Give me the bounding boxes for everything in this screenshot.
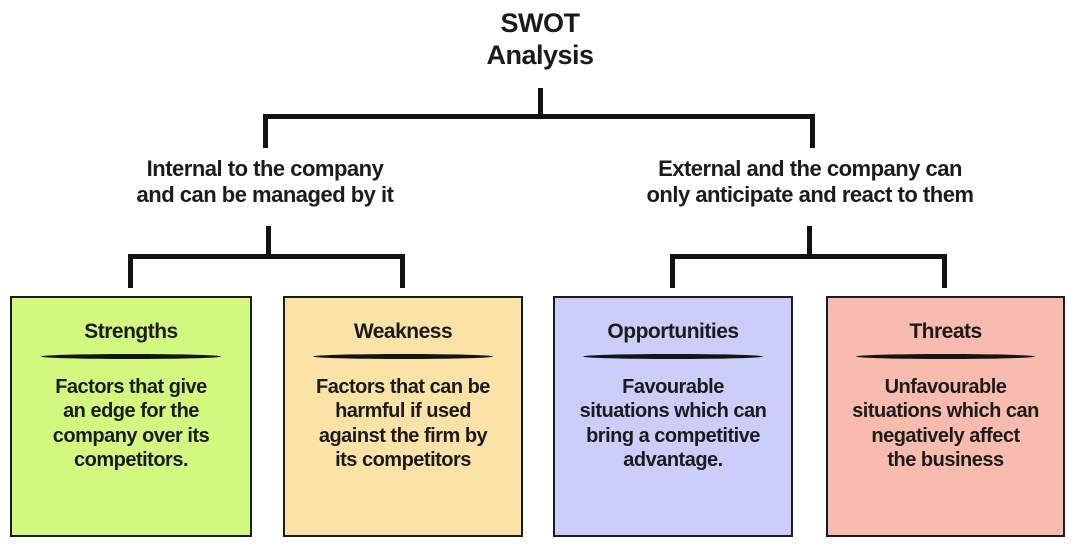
connector-top-drop-right bbox=[810, 114, 815, 148]
connector-external-drop-left bbox=[670, 254, 675, 288]
connector-internal-stub bbox=[266, 226, 271, 258]
box-description-weakness: Factors that can be harmful if used agai… bbox=[316, 376, 490, 472]
swot-box-opportunities: Opportunities Favourable situations whic… bbox=[553, 296, 793, 537]
connector-internal-drop-left bbox=[128, 254, 133, 288]
box-description-opportunities: Favourable situations which can bring a … bbox=[579, 376, 767, 472]
swot-box-strengths: Strengths Factors that give an edge for … bbox=[10, 296, 252, 537]
box-description-threats: Unfavourable situations which can negati… bbox=[852, 376, 1039, 472]
swot-box-threats: Threats Unfavourable situations which ca… bbox=[826, 296, 1065, 537]
box-title-opportunities: Opportunities bbox=[607, 320, 739, 343]
box-title-weakness: Weakness bbox=[353, 320, 453, 343]
branch-label-external: External and the company can only antici… bbox=[646, 156, 974, 207]
connector-external-drop-right bbox=[942, 254, 947, 288]
connector-internal-drop-right bbox=[400, 254, 405, 288]
box-title-strengths: Strengths bbox=[84, 320, 178, 343]
title-underline bbox=[313, 354, 493, 359]
connector-top-stub bbox=[538, 88, 543, 118]
swot-box-weakness: Weakness Factors that can be harmful if … bbox=[283, 296, 523, 537]
title-underline bbox=[583, 354, 763, 359]
connector-top-drop-left bbox=[263, 114, 268, 148]
title-underline bbox=[40, 354, 222, 359]
box-title-threats: Threats bbox=[909, 320, 982, 343]
connector-external-stub bbox=[807, 226, 812, 258]
connector-external-horizontal bbox=[670, 254, 947, 259]
box-description-strengths: Factors that give an edge for the compan… bbox=[52, 376, 210, 472]
connector-internal-horizontal bbox=[128, 254, 405, 259]
connector-top-horizontal bbox=[263, 114, 815, 119]
diagram-title: SWOT Analysis bbox=[486, 8, 594, 70]
title-underline bbox=[856, 354, 1035, 359]
branch-label-internal: Internal to the company and can be manag… bbox=[136, 156, 394, 207]
